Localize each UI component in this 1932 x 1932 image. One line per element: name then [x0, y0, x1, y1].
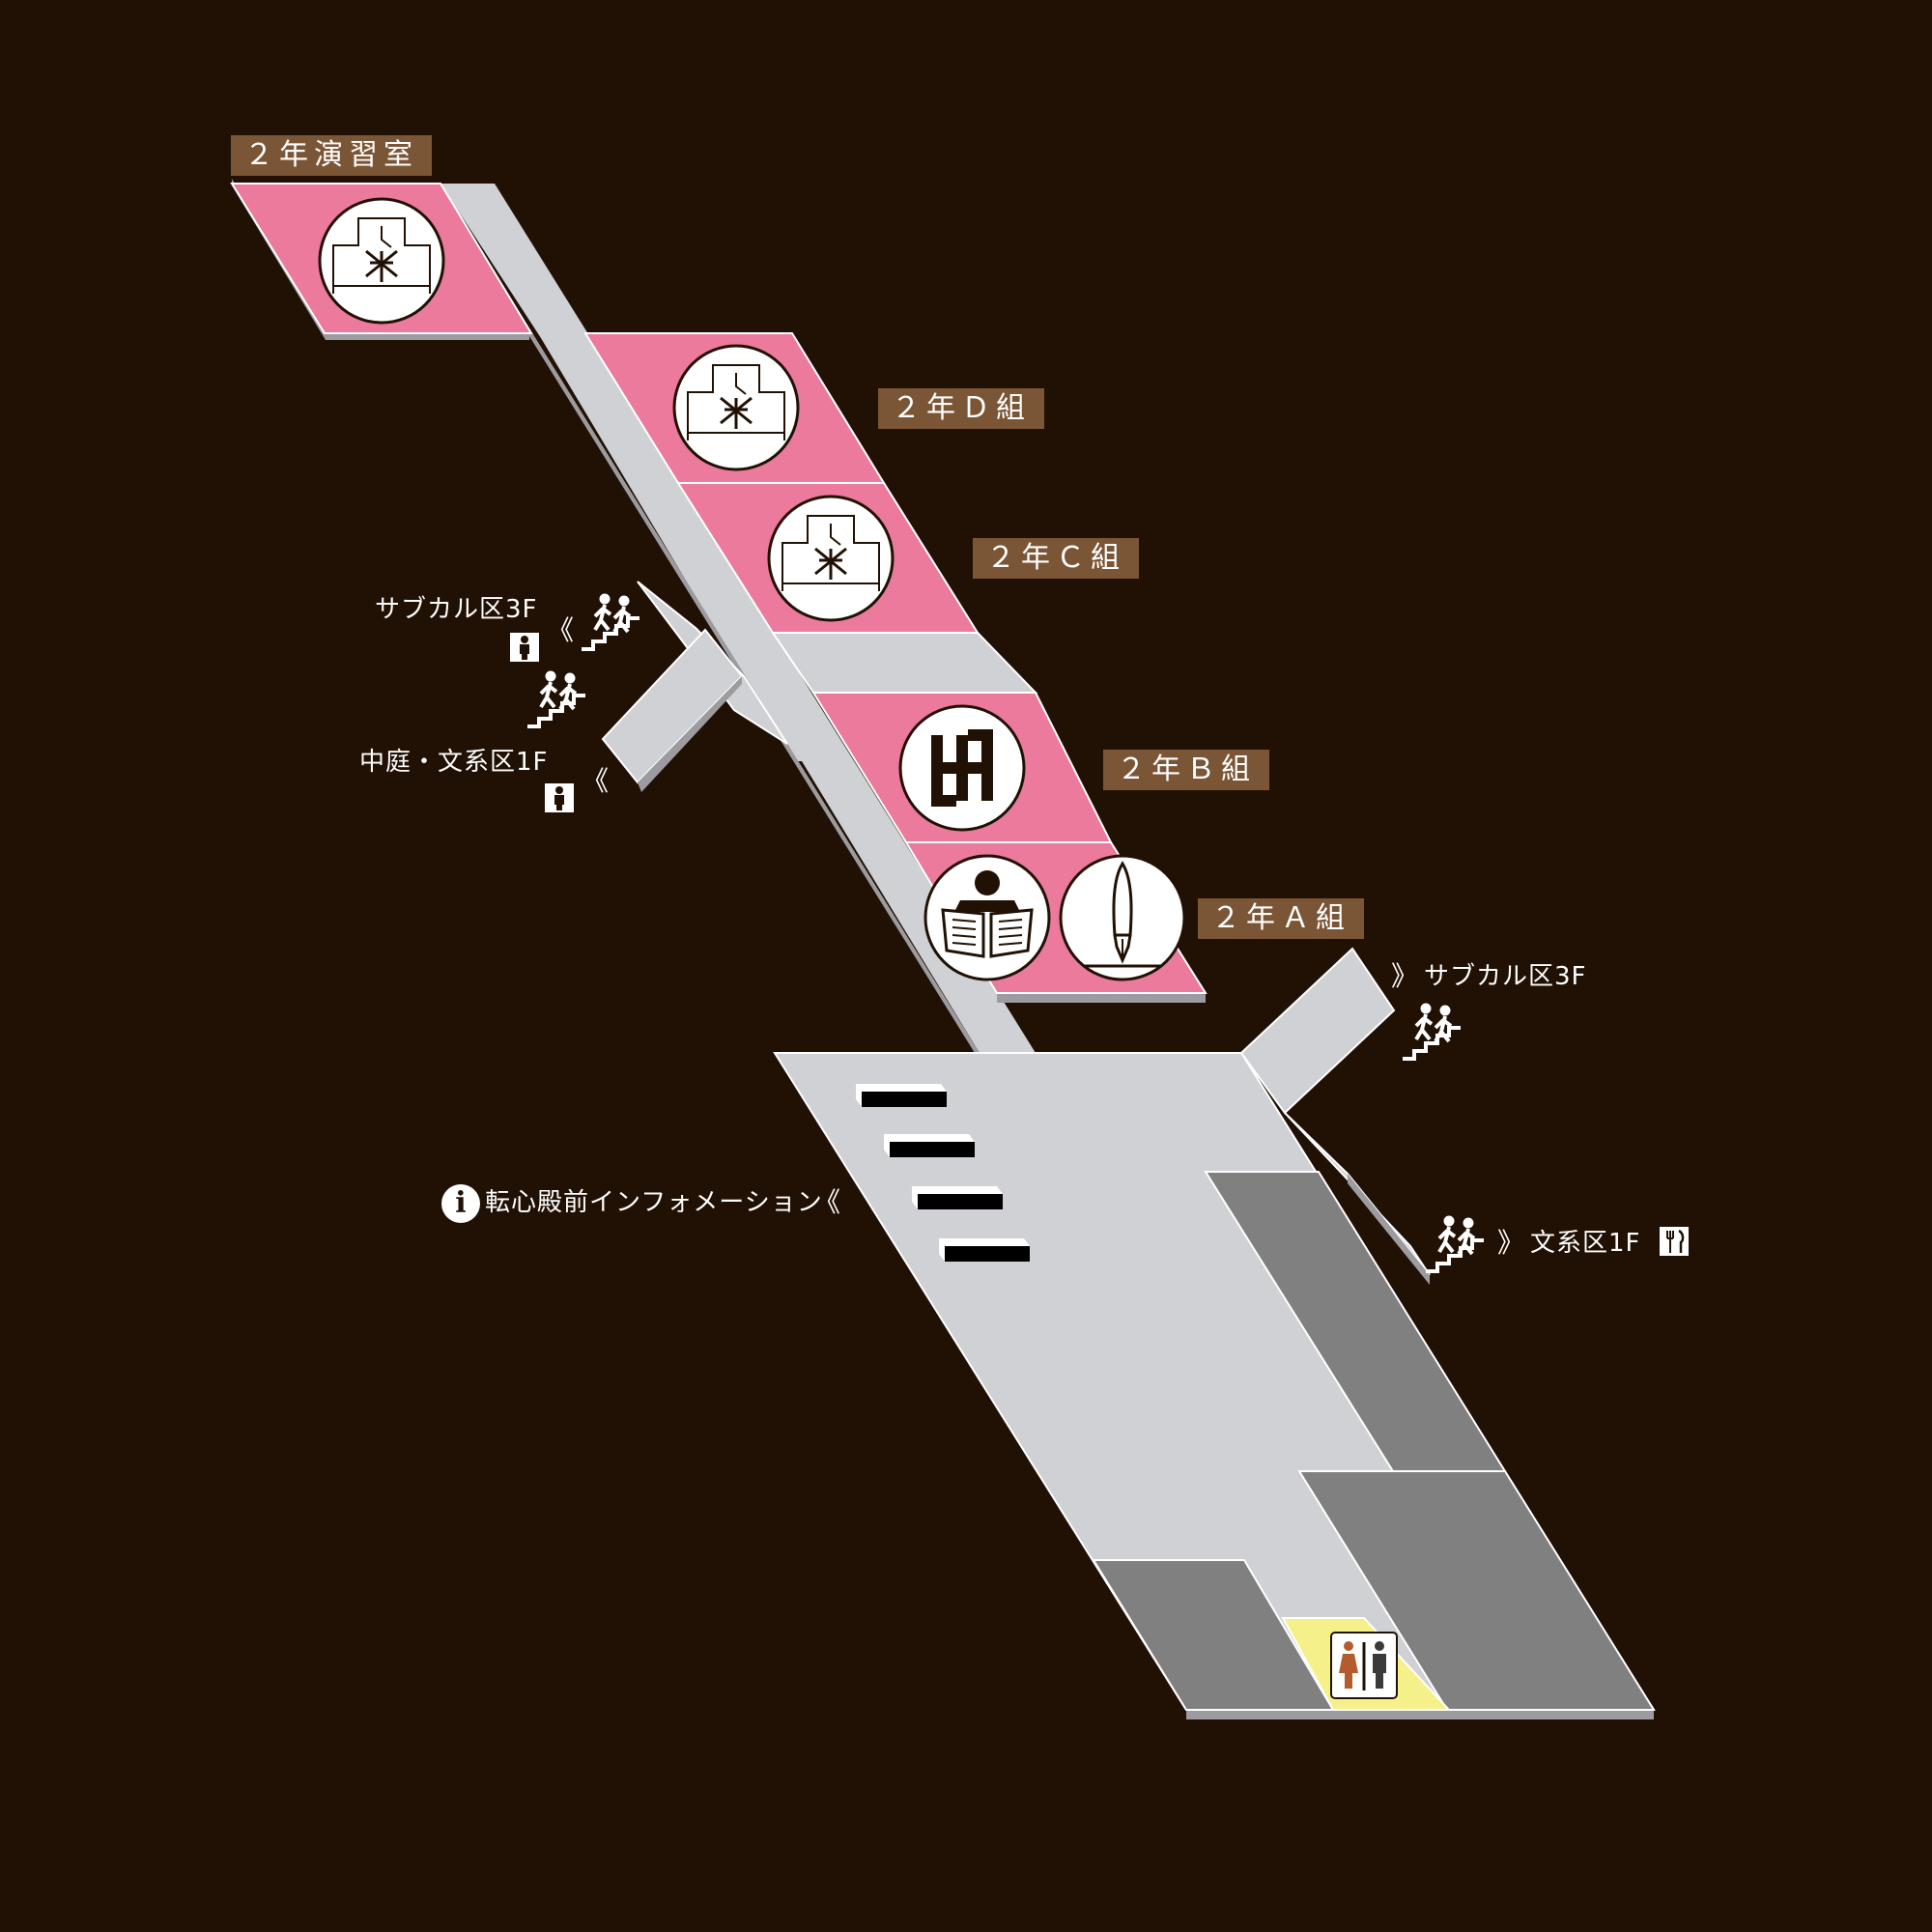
room-label-seminar: ２年演習室 [231, 135, 432, 176]
bench [939, 1238, 1030, 1262]
dark-area-right [1297, 1470, 1656, 1711]
bench [884, 1134, 975, 1157]
tokyo-station-building-icon[interactable] [767, 495, 895, 622]
nav-right-lower-text[interactable]: 文系区1F [1530, 1229, 1641, 1258]
nav-information-text[interactable]: 転心殿前インフォメーション [485, 1188, 823, 1217]
class-a-room-shadow [997, 993, 1206, 1003]
information-icon[interactable]: i [441, 1184, 480, 1223]
newspaper-reader-icon[interactable] [923, 854, 1051, 981]
nav-right-lower-arrow: 》 [1497, 1227, 1524, 1259]
nav-upper-left-arrow: 《 [547, 614, 574, 646]
tokyo-station-building-icon[interactable] [672, 344, 800, 471]
main-hall-shadow [1186, 1710, 1654, 1719]
hallway-gap [771, 632, 1038, 694]
restroom-icon[interactable] [1330, 1632, 1398, 1699]
men-restroom-icon [545, 783, 574, 812]
bench [912, 1186, 1003, 1209]
corridor-left-edge [440, 184, 980, 1061]
men-restroom-icon [510, 633, 539, 662]
room-label-class-d: ２年Ｄ組 [878, 388, 1044, 429]
room-label-class-c: ２年Ｃ組 [973, 538, 1139, 579]
manji-symbol-icon[interactable] [898, 704, 1026, 832]
room-label-class-a: ２年Ａ組 [1198, 898, 1364, 939]
nav-lower-left-text[interactable]: 中庭・文系区1F [359, 748, 549, 777]
stairs-up-icon [1426, 1215, 1484, 1273]
tokyo-station-building-icon[interactable] [318, 197, 445, 325]
bench [856, 1084, 947, 1107]
main-corridor[interactable] [440, 184, 1036, 1053]
nav-upper-left-text[interactable]: サブカル区3F [375, 595, 538, 624]
stairs-up-icon [527, 670, 585, 728]
right-upper-branch[interactable] [1239, 947, 1396, 1115]
room-label-class-b: ２年Ｂ組 [1103, 750, 1269, 790]
dining-icon [1660, 1227, 1689, 1256]
right-lower-branch-shadow [1348, 1174, 1430, 1285]
nav-right-upper-arrow: 》 [1391, 960, 1418, 992]
stairs-up-icon [582, 593, 639, 651]
left-lower-branch-shadow [638, 676, 742, 792]
nav-information-arrow: 《 [813, 1186, 840, 1218]
stairs-up-icon [1403, 1003, 1461, 1061]
nav-lower-left-arrow: 《 [582, 765, 609, 797]
fountain-pen-icon[interactable] [1059, 854, 1186, 981]
nav-right-upper-text[interactable]: サブカル区3F [1424, 962, 1587, 991]
